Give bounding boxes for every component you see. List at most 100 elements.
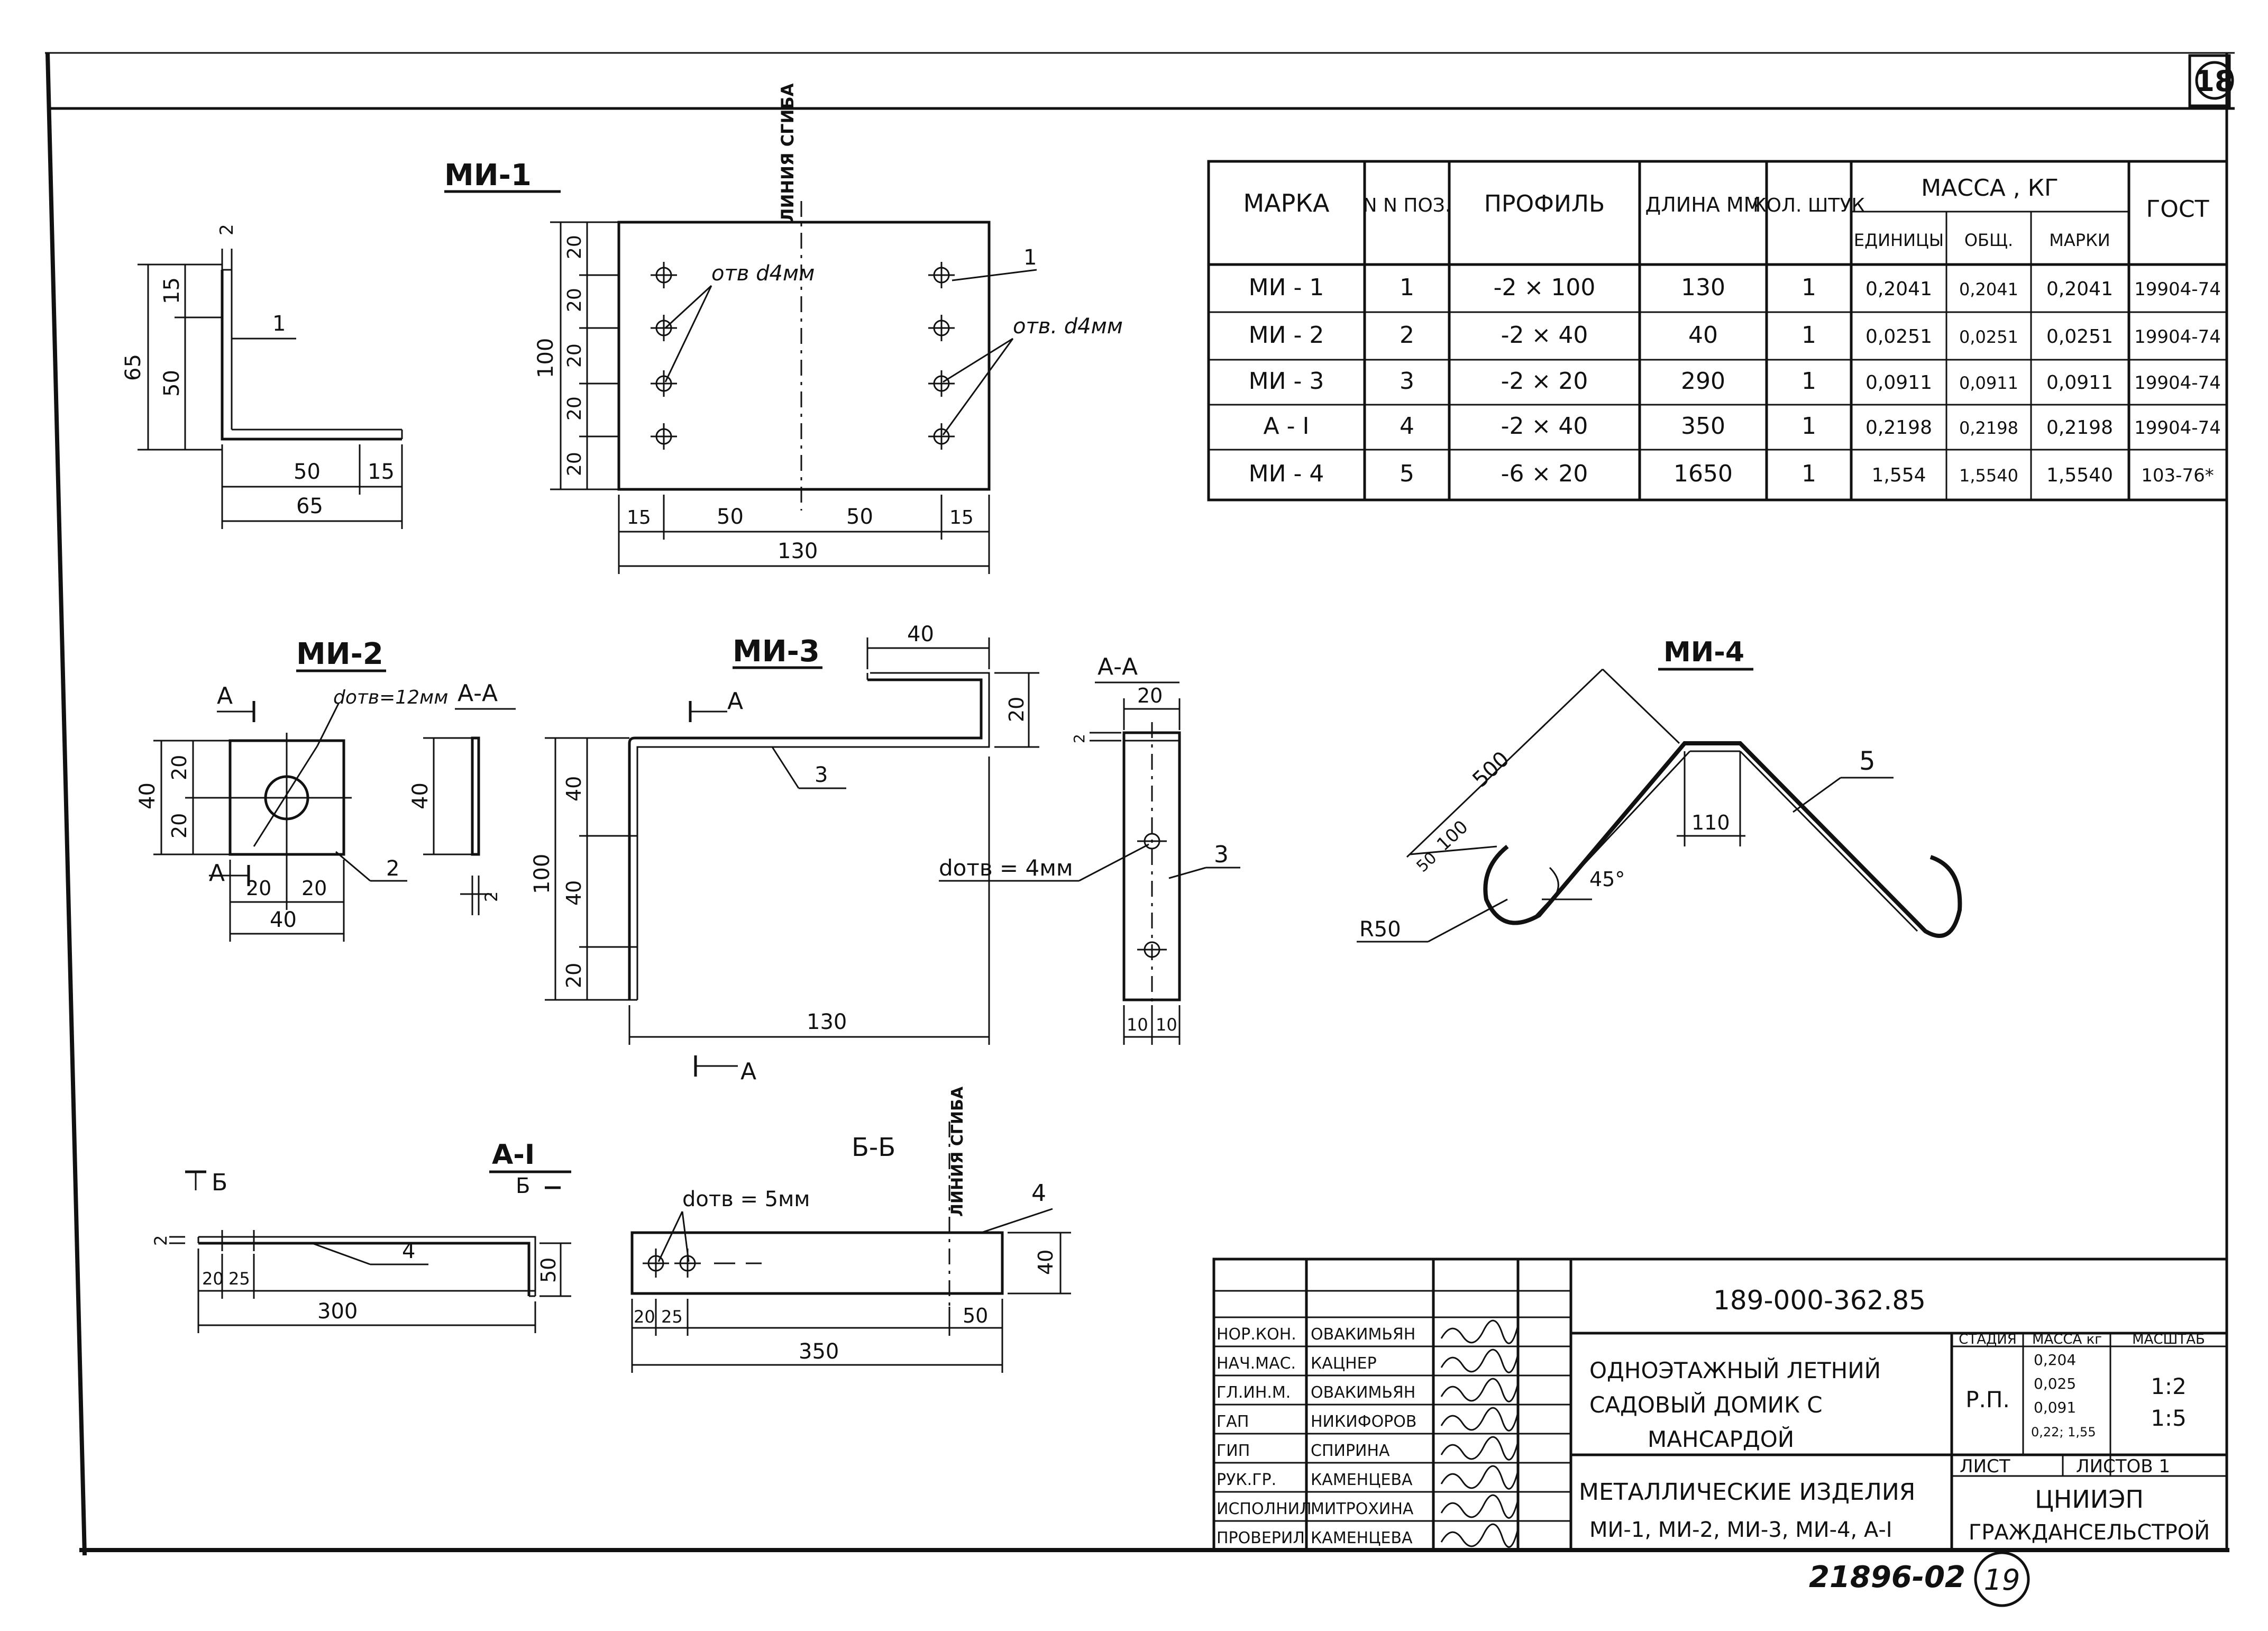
project-line-1: ОДНОЭТАЖНЫЙ ЛЕТНИЙ	[1589, 1357, 1881, 1383]
mi3-dim-20right: 20	[1005, 697, 1028, 722]
signature-scribble	[1440, 1407, 1519, 1432]
staff-role: ГИП	[1217, 1442, 1250, 1460]
mi3-section-aa: А-А	[1098, 653, 1138, 680]
ai-pos-4: 4	[402, 1239, 415, 1263]
th-pos: N N ПОЗ.	[1363, 195, 1451, 216]
mi1-plate-view: ЛИНИЯ СГИБА отв d4мм отв. d4мм 1 100 20	[534, 83, 1123, 574]
mi3-hole-note: dотв = 4мм	[939, 855, 1073, 881]
ai-cut-b-right: Б	[516, 1174, 530, 1198]
mi1-pos-1-plate: 1	[1023, 245, 1037, 270]
ai-dim-50: 50	[537, 1258, 560, 1283]
mi3-section-dim-2: 2	[1071, 734, 1088, 743]
ai-section-pos-4: 4	[1031, 1180, 1046, 1207]
th-mass-mark: МАРКИ	[2049, 230, 2110, 250]
mi2-pos-2: 2	[386, 856, 399, 881]
ai-cut-b-left: Б	[212, 1169, 227, 1196]
mi1-plate-dim-20d: 20	[564, 396, 586, 421]
spec-cell-profile: -2 × 100	[1494, 274, 1596, 301]
spec-cell-gost: 19904-74	[2134, 326, 2221, 348]
mi1-plate-dim-130: 130	[778, 539, 818, 563]
th-mass-unit: ЕДИНИЦЫ	[1854, 230, 1944, 250]
mi1-title: МИ-1	[444, 158, 532, 193]
th-gost: ГОСТ	[2146, 196, 2209, 223]
mi1-dim-65h: 65	[296, 494, 323, 518]
mi2-section-dim-2: 2	[481, 891, 501, 902]
spec-cell-markmass: 0,0911	[2046, 372, 2113, 394]
ai-dim-20: 20	[202, 1269, 224, 1289]
spec-cell-pos: 4	[1400, 413, 1414, 440]
spec-cell-qty: 1	[1801, 460, 1816, 487]
mi3-dim-20: 20	[562, 963, 586, 988]
mi4-pos-5: 5	[1859, 746, 1876, 776]
signature-scribble	[1440, 1319, 1519, 1344]
mi1-plate-dim-20a: 20	[564, 235, 586, 259]
mi2-cut-a-top: А	[217, 682, 233, 709]
archive-number: 21896-02	[1809, 1560, 1965, 1594]
spec-cell-total: 0,2041	[1959, 279, 2018, 299]
spec-cell-mark: МИ - 1	[1249, 274, 1324, 301]
staff-name: КАМЕНЦЕВА	[1311, 1471, 1413, 1489]
mi1-plate-dim-20b: 20	[564, 288, 586, 312]
mi4-dim-110: 110	[1691, 811, 1730, 834]
mi4-view: МИ-4 500 100 50 110 45° R50 5	[1357, 636, 1962, 943]
ai-dim-2: 2	[151, 1235, 171, 1246]
mass-value-4: 0,22; 1,55	[2031, 1425, 2096, 1439]
staff-name: СПИРИНА	[1311, 1442, 1390, 1460]
staff-name: ОВАКИМЬЯН	[1311, 1383, 1415, 1402]
sheets-label: ЛИСТОВ 1	[2076, 1456, 2170, 1477]
mi1-pos-1-angle: 1	[272, 312, 286, 336]
spec-cell-total: 1,5540	[1959, 466, 2018, 486]
mi4-dim-50: 50	[1413, 849, 1441, 876]
staff-role: ГЛ.ИН.М.	[1217, 1383, 1291, 1402]
mi1-plate-dim-15a: 15	[627, 507, 651, 529]
staff-role: ПРОВЕРИЛ	[1217, 1529, 1305, 1547]
ai-section-dim-350: 350	[799, 1340, 839, 1364]
sheet-number: 18	[2194, 65, 2234, 98]
th-profile: ПРОФИЛЬ	[1484, 190, 1605, 217]
staff-name: КАЦНЕР	[1311, 1354, 1377, 1373]
mi2-hole-note: dотв=12мм	[333, 687, 448, 708]
mi1-dim-2: 2	[216, 224, 237, 235]
spec-cell-pos: 1	[1400, 274, 1414, 301]
mi3-section-dim-20: 20	[1137, 684, 1163, 707]
ai-dim-300: 300	[317, 1299, 358, 1324]
mi4-angle: 45°	[1589, 868, 1625, 891]
spec-cell-qty: 1	[1801, 368, 1816, 395]
spec-cell-mark: МИ - 2	[1249, 322, 1324, 349]
ai-dim-25: 25	[228, 1269, 250, 1289]
spec-cell-length: 40	[1688, 322, 1718, 349]
spec-cell-profile: -6 × 20	[1501, 460, 1588, 487]
th-mark: МАРКА	[1243, 189, 1330, 217]
spec-cell-profile: -2 × 40	[1501, 322, 1588, 349]
staff-role: НОР.КОН.	[1217, 1325, 1296, 1344]
spec-cell-unit: 1,554	[1871, 464, 1926, 486]
archive-page: 19	[1984, 1563, 2020, 1597]
mi1-plate-dim-15b: 15	[949, 507, 974, 529]
scale-value-2: 1:5	[2151, 1405, 2187, 1431]
sheet-label: ЛИСТ	[1960, 1456, 2010, 1477]
signature-scribble	[1440, 1494, 1519, 1519]
mass-header: МАССА кг	[2032, 1332, 2102, 1347]
mi4-title: МИ-4	[1663, 636, 1744, 668]
spec-cell-gost: 103-76*	[2141, 465, 2214, 486]
spec-cell-markmass: 1,5540	[2046, 464, 2113, 486]
spec-cell-unit: 0,0911	[1865, 372, 1932, 394]
spec-cell-profile: -2 × 20	[1501, 368, 1588, 395]
spec-cell-pos: 2	[1400, 322, 1414, 349]
mi2-dim-20h-b: 20	[301, 877, 327, 900]
ai-section-bb: Б-Б	[852, 1133, 895, 1162]
spec-table: МАРКА N N ПОЗ. ПРОФИЛЬ ДЛИНА ММ КОЛ. ШТУ…	[1207, 160, 2228, 502]
mi1-plate-dim-100: 100	[534, 338, 558, 378]
mi3-dim-40top: 40	[907, 622, 934, 646]
org-line-2: ГРАЖДАНСЕЛЬСТРОЙ	[1969, 1519, 2210, 1545]
staff-name: НИКИФОРОВ	[1311, 1413, 1416, 1431]
signature-scribble	[1440, 1465, 1519, 1490]
mi2-dim-40h: 40	[270, 908, 297, 932]
archive-stamp: 21896-02 19	[1809, 1551, 2030, 1607]
signature-scribble	[1440, 1348, 1519, 1373]
spec-cell-pos: 3	[1400, 368, 1414, 395]
spec-cell-markmass: 0,2198	[2046, 417, 2113, 439]
